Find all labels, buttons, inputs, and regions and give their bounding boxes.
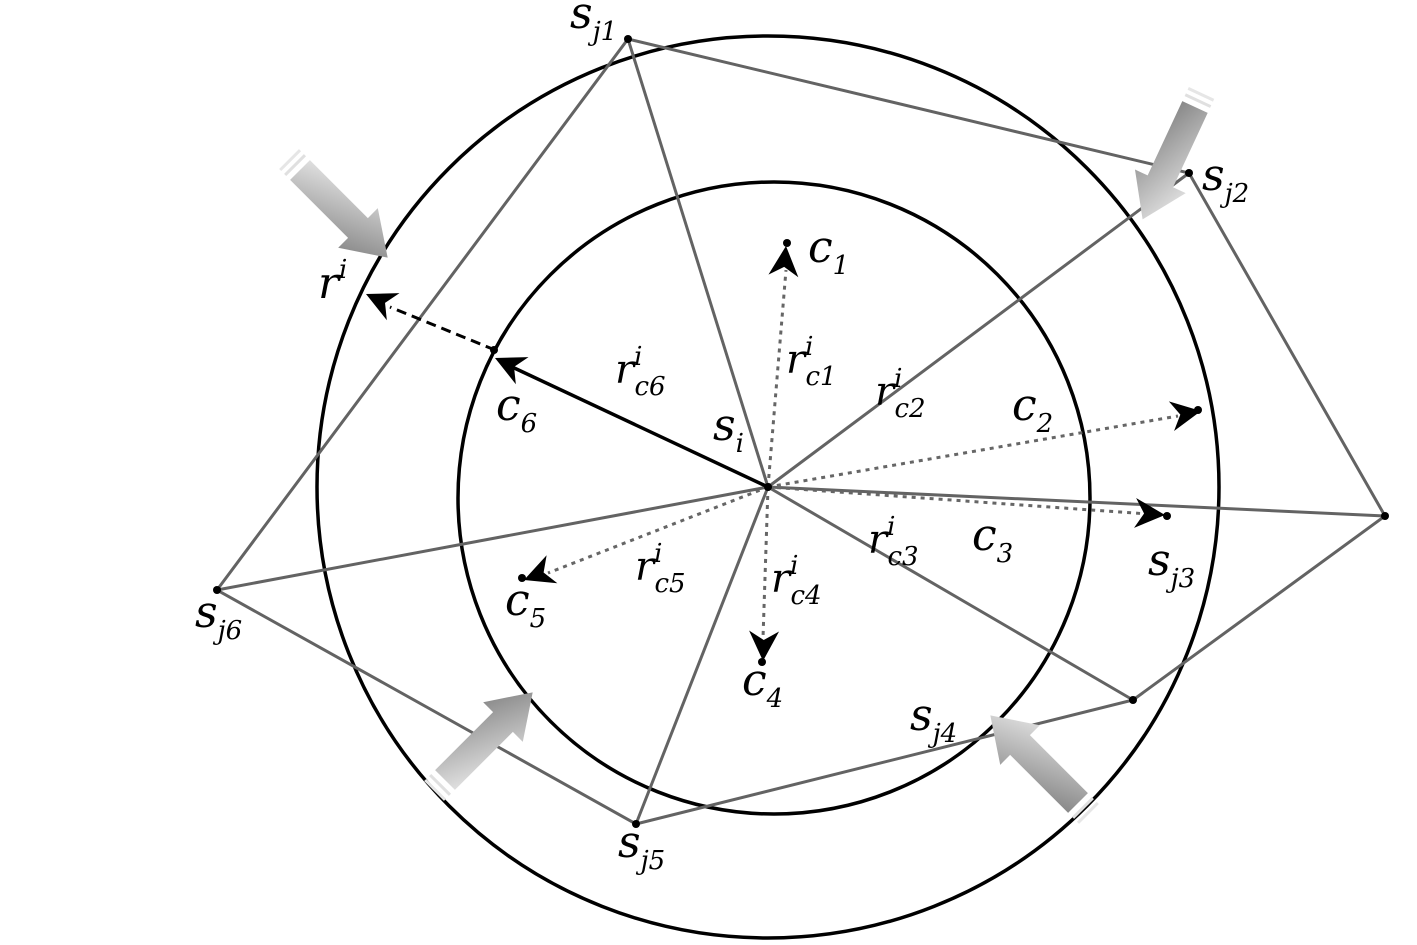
point-s-j6 [213,586,221,594]
spoke-j1 [626,38,770,488]
radius-ri-vector [389,305,496,352]
spoke-j2 [767,171,1190,489]
point-c1 [783,239,791,247]
point-s-j5 [632,820,640,828]
vector-c5 [547,485,769,575]
arrowhead-c1 [768,246,799,278]
contraction-arrow-top-left [279,149,388,258]
spoke-j5 [634,486,770,825]
points [213,35,1389,828]
point-c3 [1163,512,1171,520]
vector-c2 [767,414,1179,489]
contraction-arrow-top-right [1134,87,1215,220]
contraction-arrow-bottom-right [990,715,1099,824]
center-vectors [547,269,1179,639]
vector-c1 [766,269,788,488]
point-c5 [518,574,526,582]
contraction-arrows [279,87,1215,824]
contraction-arrow-bottom-left [424,692,533,801]
arrowhead-c2 [1168,401,1201,431]
point-s-j3 [1381,512,1389,520]
label-c2: c2 [1012,380,1053,439]
arrowheads [366,246,1201,661]
label-s-j3: sj3 [1148,535,1195,594]
label-c6: c6 [496,380,537,439]
point-c6 [490,346,498,354]
spoke-j4 [767,485,1134,702]
label-c3: c3 [972,510,1013,569]
point-c4 [758,658,766,666]
spoke-j6 [216,485,769,592]
label-c1: c1 [808,222,849,281]
vector-c3 [767,485,1149,516]
label-s-j2: sj2 [1202,150,1249,209]
label-r-i: ri [318,255,347,309]
outer-circle [315,34,1221,940]
label-s-j6: sj6 [195,587,242,646]
label-s-j5: sj5 [618,817,665,876]
arrowhead-c5 [524,555,558,584]
point-s-i [764,483,772,491]
point-s-j2 [1185,169,1193,177]
label-s-i: si [713,400,744,459]
label-s-j4: sj4 [910,690,957,749]
label-s-j1: sj1 [570,0,617,47]
spokes [216,38,1386,825]
arrowhead-c6 [495,357,529,385]
point-s-j1 [624,35,632,43]
inner-circle [456,180,1092,816]
spoke-j3 [767,485,1386,518]
point-c2 [1194,406,1202,414]
arrowhead-c4 [749,630,780,661]
label-c4: c4 [742,655,783,714]
vector-c4 [761,486,770,639]
point-s-j4 [1129,696,1137,704]
vector-c6 [509,364,769,489]
label-c5: c5 [505,575,546,634]
arrowhead-c3 [1134,497,1165,528]
arrowhead-ri [366,293,400,321]
